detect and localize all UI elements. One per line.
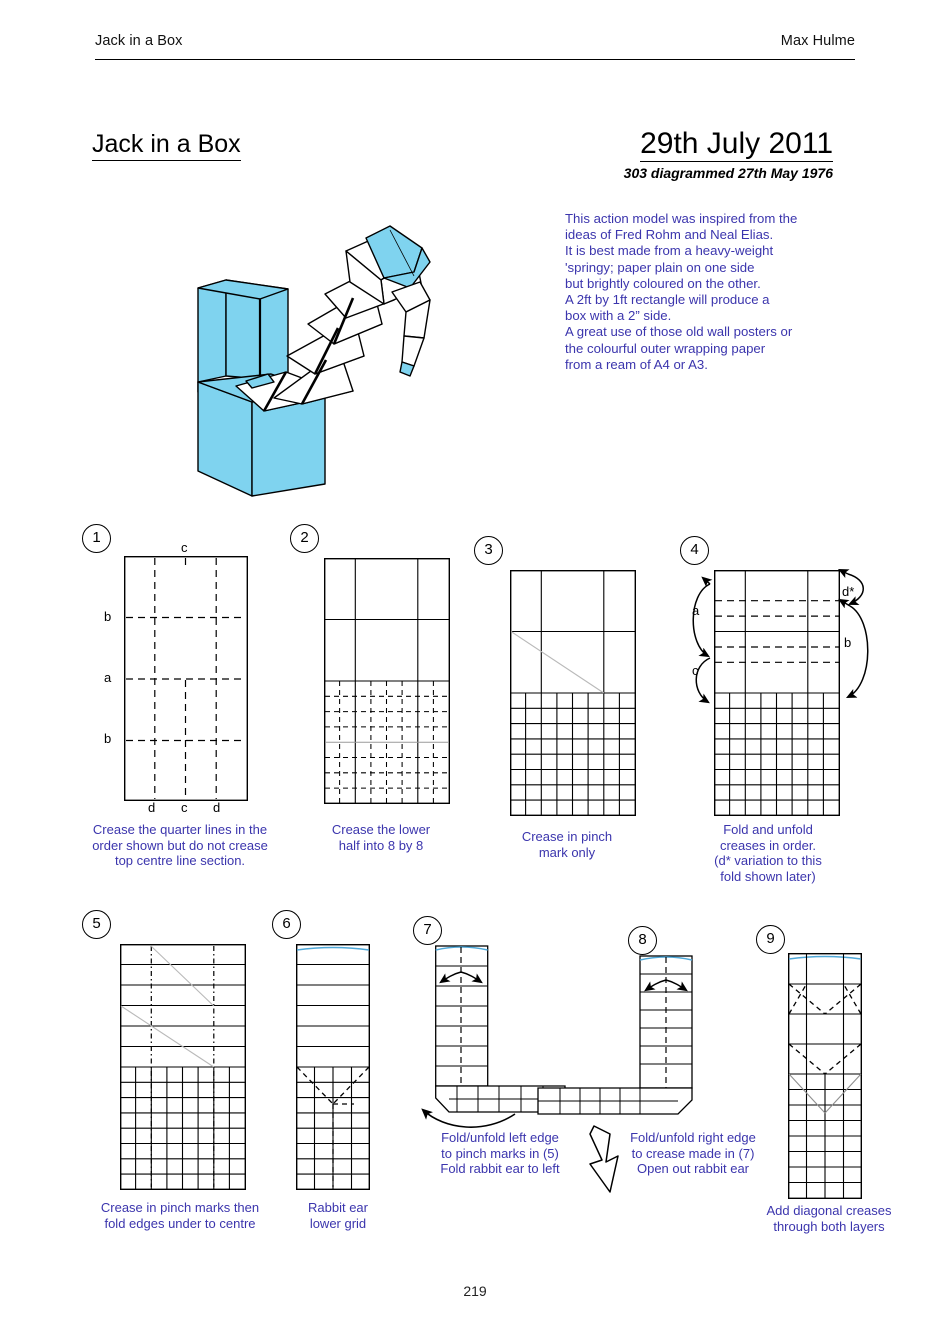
step-2-caption: Crease the lower half into 8 by 8 (331, 822, 431, 853)
step-4-label-c: c (692, 663, 699, 678)
step-1-diagram (123, 555, 248, 802)
page-number: 219 (463, 1283, 487, 1299)
step-3-diagram (509, 569, 636, 817)
step-number-1: 1 (82, 524, 111, 553)
header-author-name: Max Hulme (780, 33, 855, 49)
step-4-diagram (713, 569, 840, 817)
step-1-label-bottom-d1: d (148, 800, 156, 815)
step-number-4: 4 (680, 536, 709, 565)
step-9-caption: Add diagonal creases through both layers (766, 1203, 892, 1234)
step-number-2: 2 (290, 524, 319, 553)
page-title: Jack in a Box (92, 131, 241, 161)
step-1-label-top-c: c (181, 540, 188, 555)
step-2: 2 Crease (286, 522, 476, 862)
step-2-diagram (323, 557, 450, 805)
step-1-label-left-b1: b (104, 609, 112, 624)
step-4-arrows (692, 568, 869, 704)
step-4-label-b: b (844, 635, 852, 650)
step-6-caption: Rabbit ear lower grid (308, 1200, 368, 1231)
step-9: 9 (748, 915, 928, 1245)
step-3: 3 Crease in pi (472, 534, 662, 874)
step-1-label-bottom-c: c (181, 800, 188, 815)
step-7-diagram (421, 945, 566, 1128)
step-4-label-a: a (692, 603, 700, 618)
step-1-label-left-b2: b (104, 731, 112, 746)
step-number-8: 8 (628, 926, 657, 955)
step-8: 8 (537, 908, 780, 1228)
model-description: This action model was inspired from the … (565, 211, 798, 372)
step-7-caption: Fold/unfold left edge to pinch marks in … (440, 1130, 560, 1177)
step-1-label-bottom-d2: d (213, 800, 221, 815)
step-number-3: 3 (474, 536, 503, 565)
step-9-diagram (787, 952, 862, 1200)
step-5-diagram (119, 943, 246, 1191)
step-1: 1 c b a b d c d Crease the quarter lines… (80, 522, 280, 892)
step-1-label-left-a: a (104, 670, 112, 685)
step-4: 4 a c d* b (668, 534, 869, 894)
step-7: 7 (405, 908, 595, 1228)
diagram-subtitle: 303 diagrammed 27th May 1976 (623, 165, 833, 181)
step-3-caption: Crease in pinch mark only (521, 829, 613, 860)
step-4-caption: Fold and unfold creases in order. (d* va… (714, 822, 822, 884)
step-5-caption: Crease in pinch marks then fold edges un… (100, 1200, 260, 1231)
step-8-diagram (537, 955, 693, 1193)
step-6-diagram (295, 943, 370, 1191)
step-1-caption: Crease the quarter lines in the order sh… (92, 822, 268, 869)
step-8-caption: Fold/unfold right edge to crease made in… (630, 1130, 756, 1177)
step-number-9: 9 (756, 925, 785, 954)
step-number-7: 7 (413, 916, 442, 945)
step-5: 5 (80, 908, 280, 1248)
jack-in-box-illustration (178, 196, 446, 497)
header-model-name: Jack in a Box (95, 33, 183, 49)
step-6: 6 (268, 908, 408, 1248)
step-number-5: 5 (82, 910, 111, 939)
date-heading: 29th July 2011 (640, 127, 833, 162)
step-number-6: 6 (272, 910, 301, 939)
page-header: Jack in a Box Max Hulme (95, 33, 855, 60)
step-4-label-dstar: d* (842, 584, 855, 599)
